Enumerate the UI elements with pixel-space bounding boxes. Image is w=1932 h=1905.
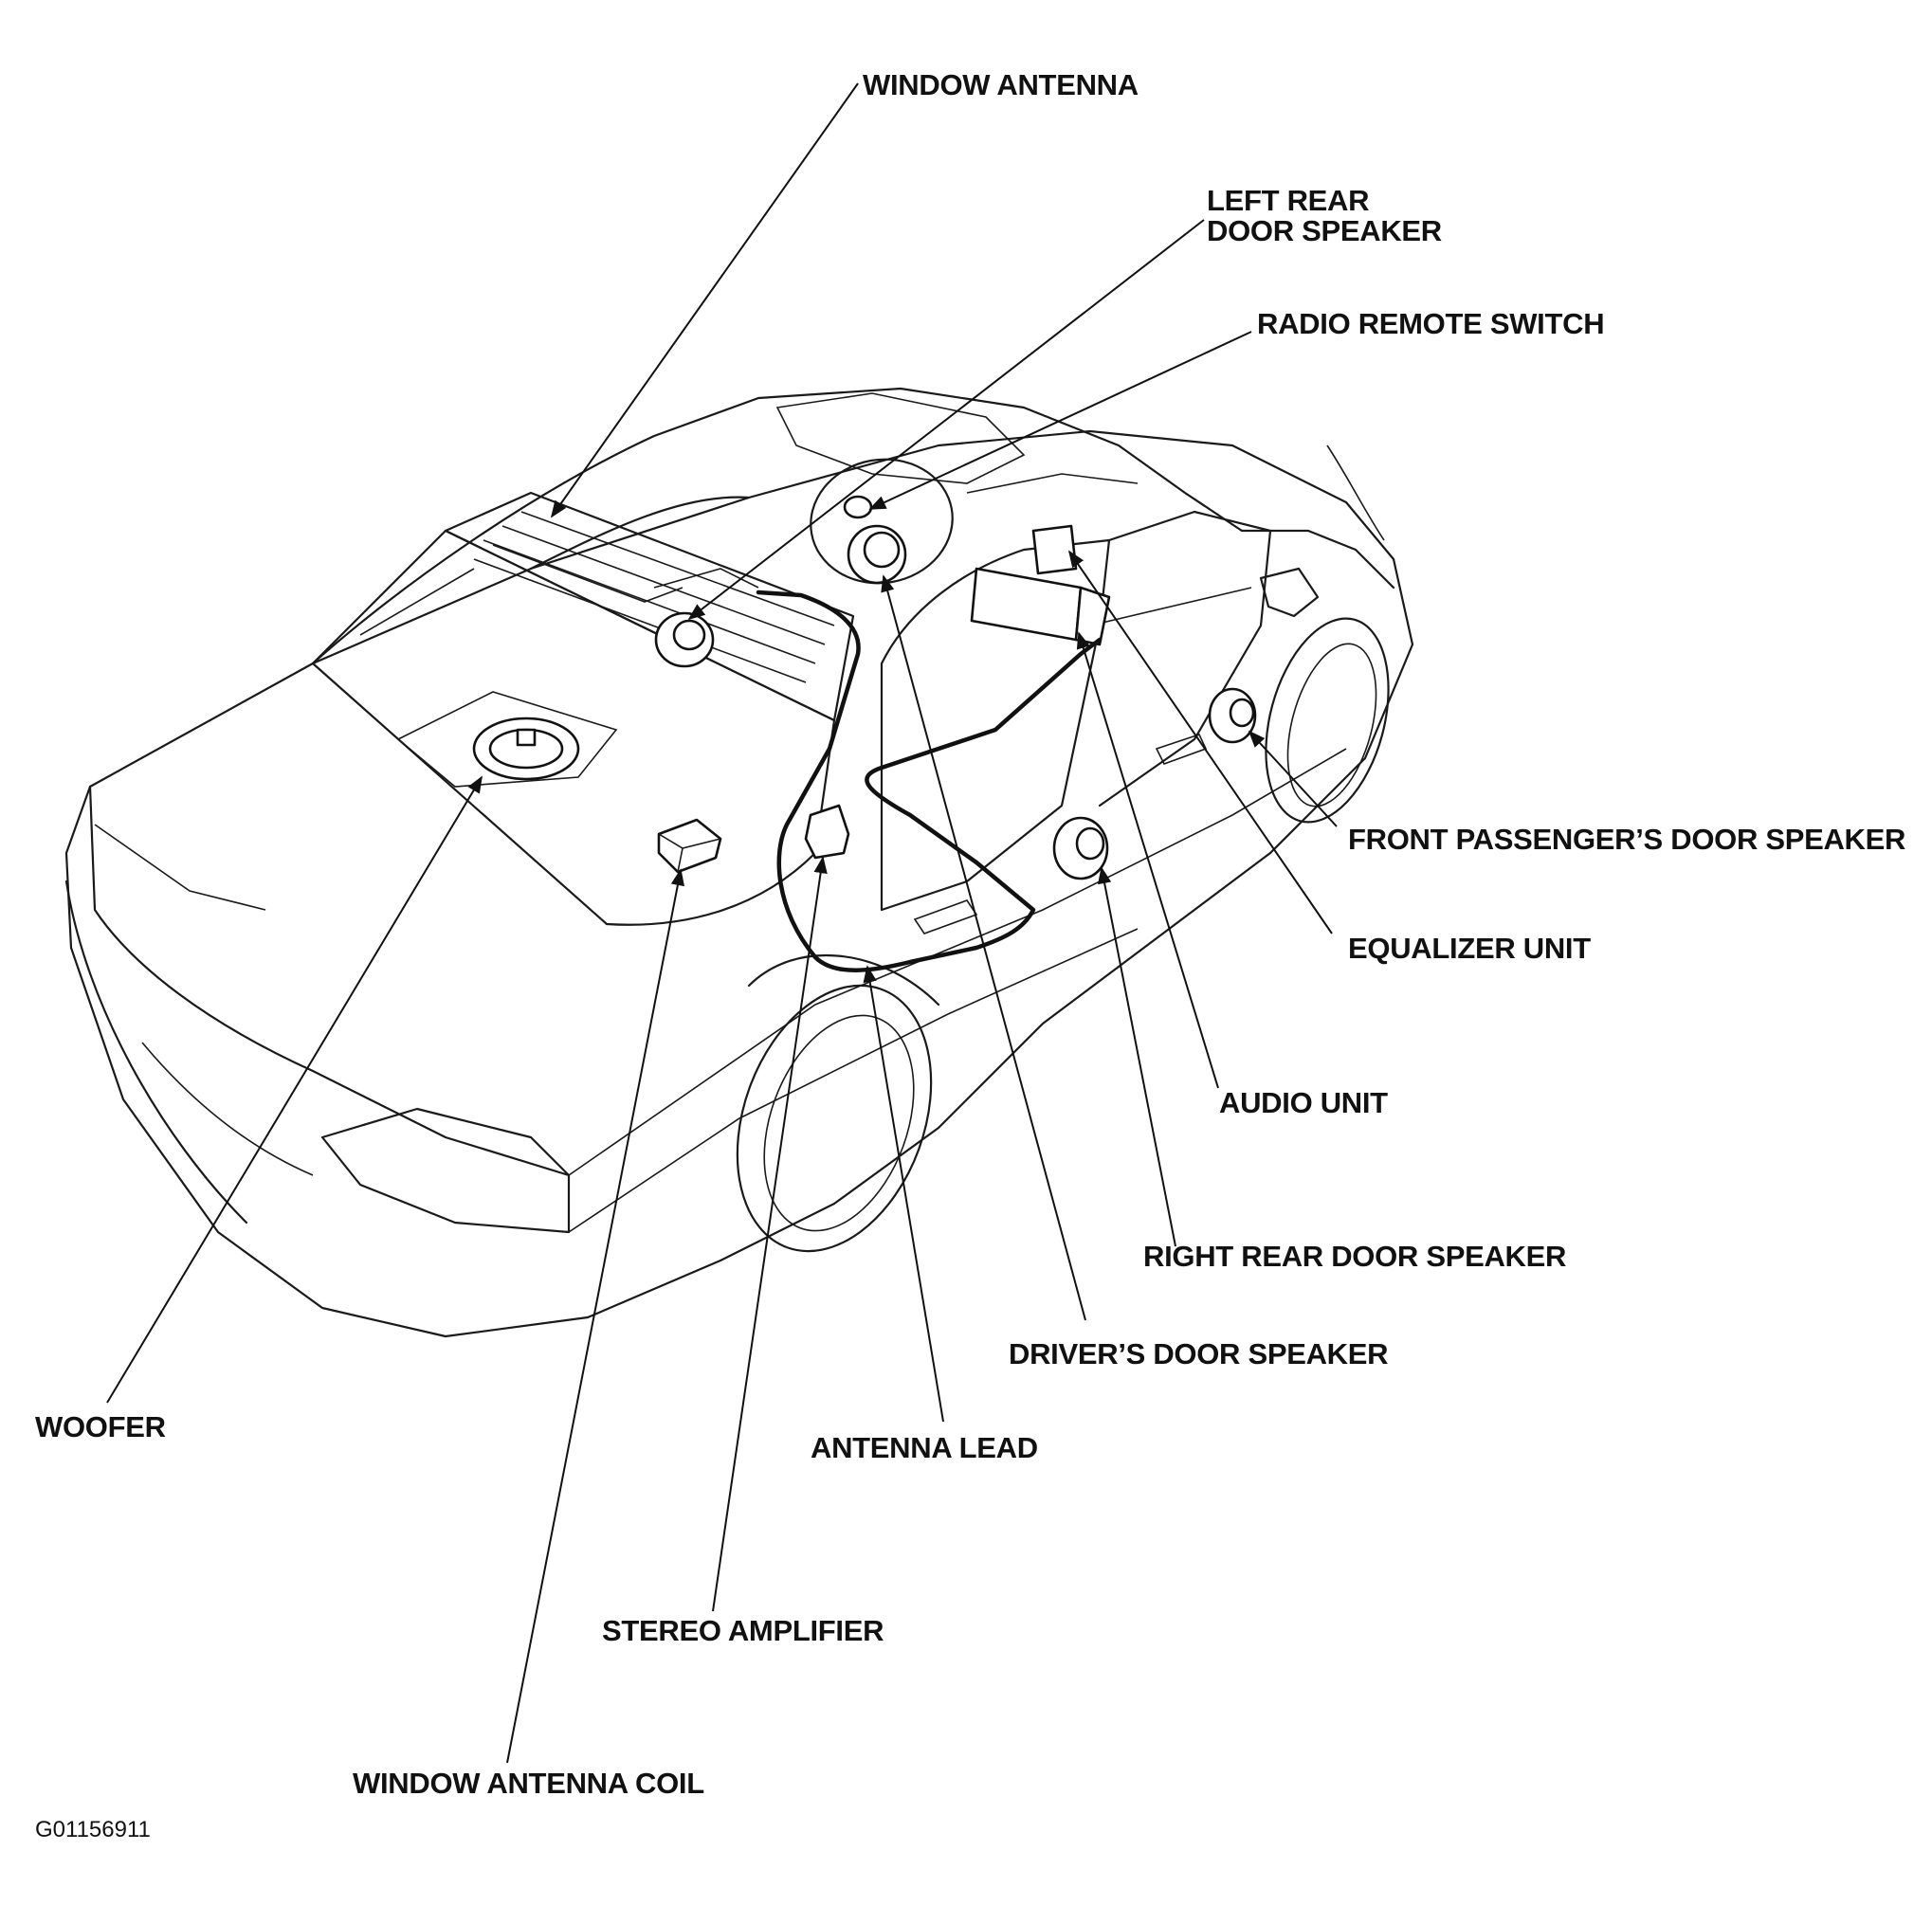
drivers-door-speaker-label: DRIVER’S DOOR SPEAKER bbox=[1009, 1337, 1389, 1370]
window-antenna-label: WINDOW ANTENNA bbox=[863, 68, 1139, 101]
stereo-amplifier-label: STEREO AMPLIFIER bbox=[602, 1614, 884, 1647]
radio-remote-switch-label: RADIO REMOTE SWITCH bbox=[1257, 307, 1605, 340]
rear-window-speaker-part bbox=[654, 611, 715, 668]
right-rear-door-speaker-label: RIGHT REAR DOOR SPEAKER bbox=[1143, 1240, 1567, 1273]
left-rear-door-speaker-label-line1: LEFT REAR bbox=[1207, 184, 1370, 217]
window-antenna-grid bbox=[473, 511, 835, 683]
equalizer-unit-part bbox=[1031, 524, 1078, 575]
antenna-lead-label: ANTENNA LEAD bbox=[811, 1431, 1038, 1464]
right-rear-door-speaker-part bbox=[1052, 816, 1109, 880]
left-rear-door-speaker-part bbox=[847, 524, 907, 585]
audio-unit-part bbox=[970, 567, 1111, 646]
front-passengers-door-speaker-label: FRONT PASSENGER’S DOOR SPEAKER bbox=[1348, 823, 1906, 856]
antenna-lead-wire bbox=[756, 590, 1103, 972]
window-antenna-coil-part bbox=[657, 818, 722, 874]
woofer-part bbox=[472, 717, 580, 781]
car-body-outline bbox=[64, 387, 1414, 1338]
equalizer-unit-label: EQUALIZER UNIT bbox=[1348, 932, 1591, 965]
left-rear-door-speaker-label-line2: DOOR SPEAKER bbox=[1207, 214, 1442, 247]
audio-unit-label: AUDIO UNIT bbox=[1219, 1086, 1388, 1119]
front-passengers-door-speaker-part bbox=[1208, 687, 1257, 744]
radio-remote-switch-part bbox=[843, 495, 873, 519]
window-antenna-coil-label: WINDOW ANTENNA COIL bbox=[353, 1767, 704, 1800]
figure-code: G01156911 bbox=[35, 1817, 151, 1842]
stereo-amplifier-part bbox=[804, 804, 850, 860]
leader-lines bbox=[106, 82, 1338, 1764]
woofer-label: WOOFER bbox=[35, 1410, 166, 1443]
